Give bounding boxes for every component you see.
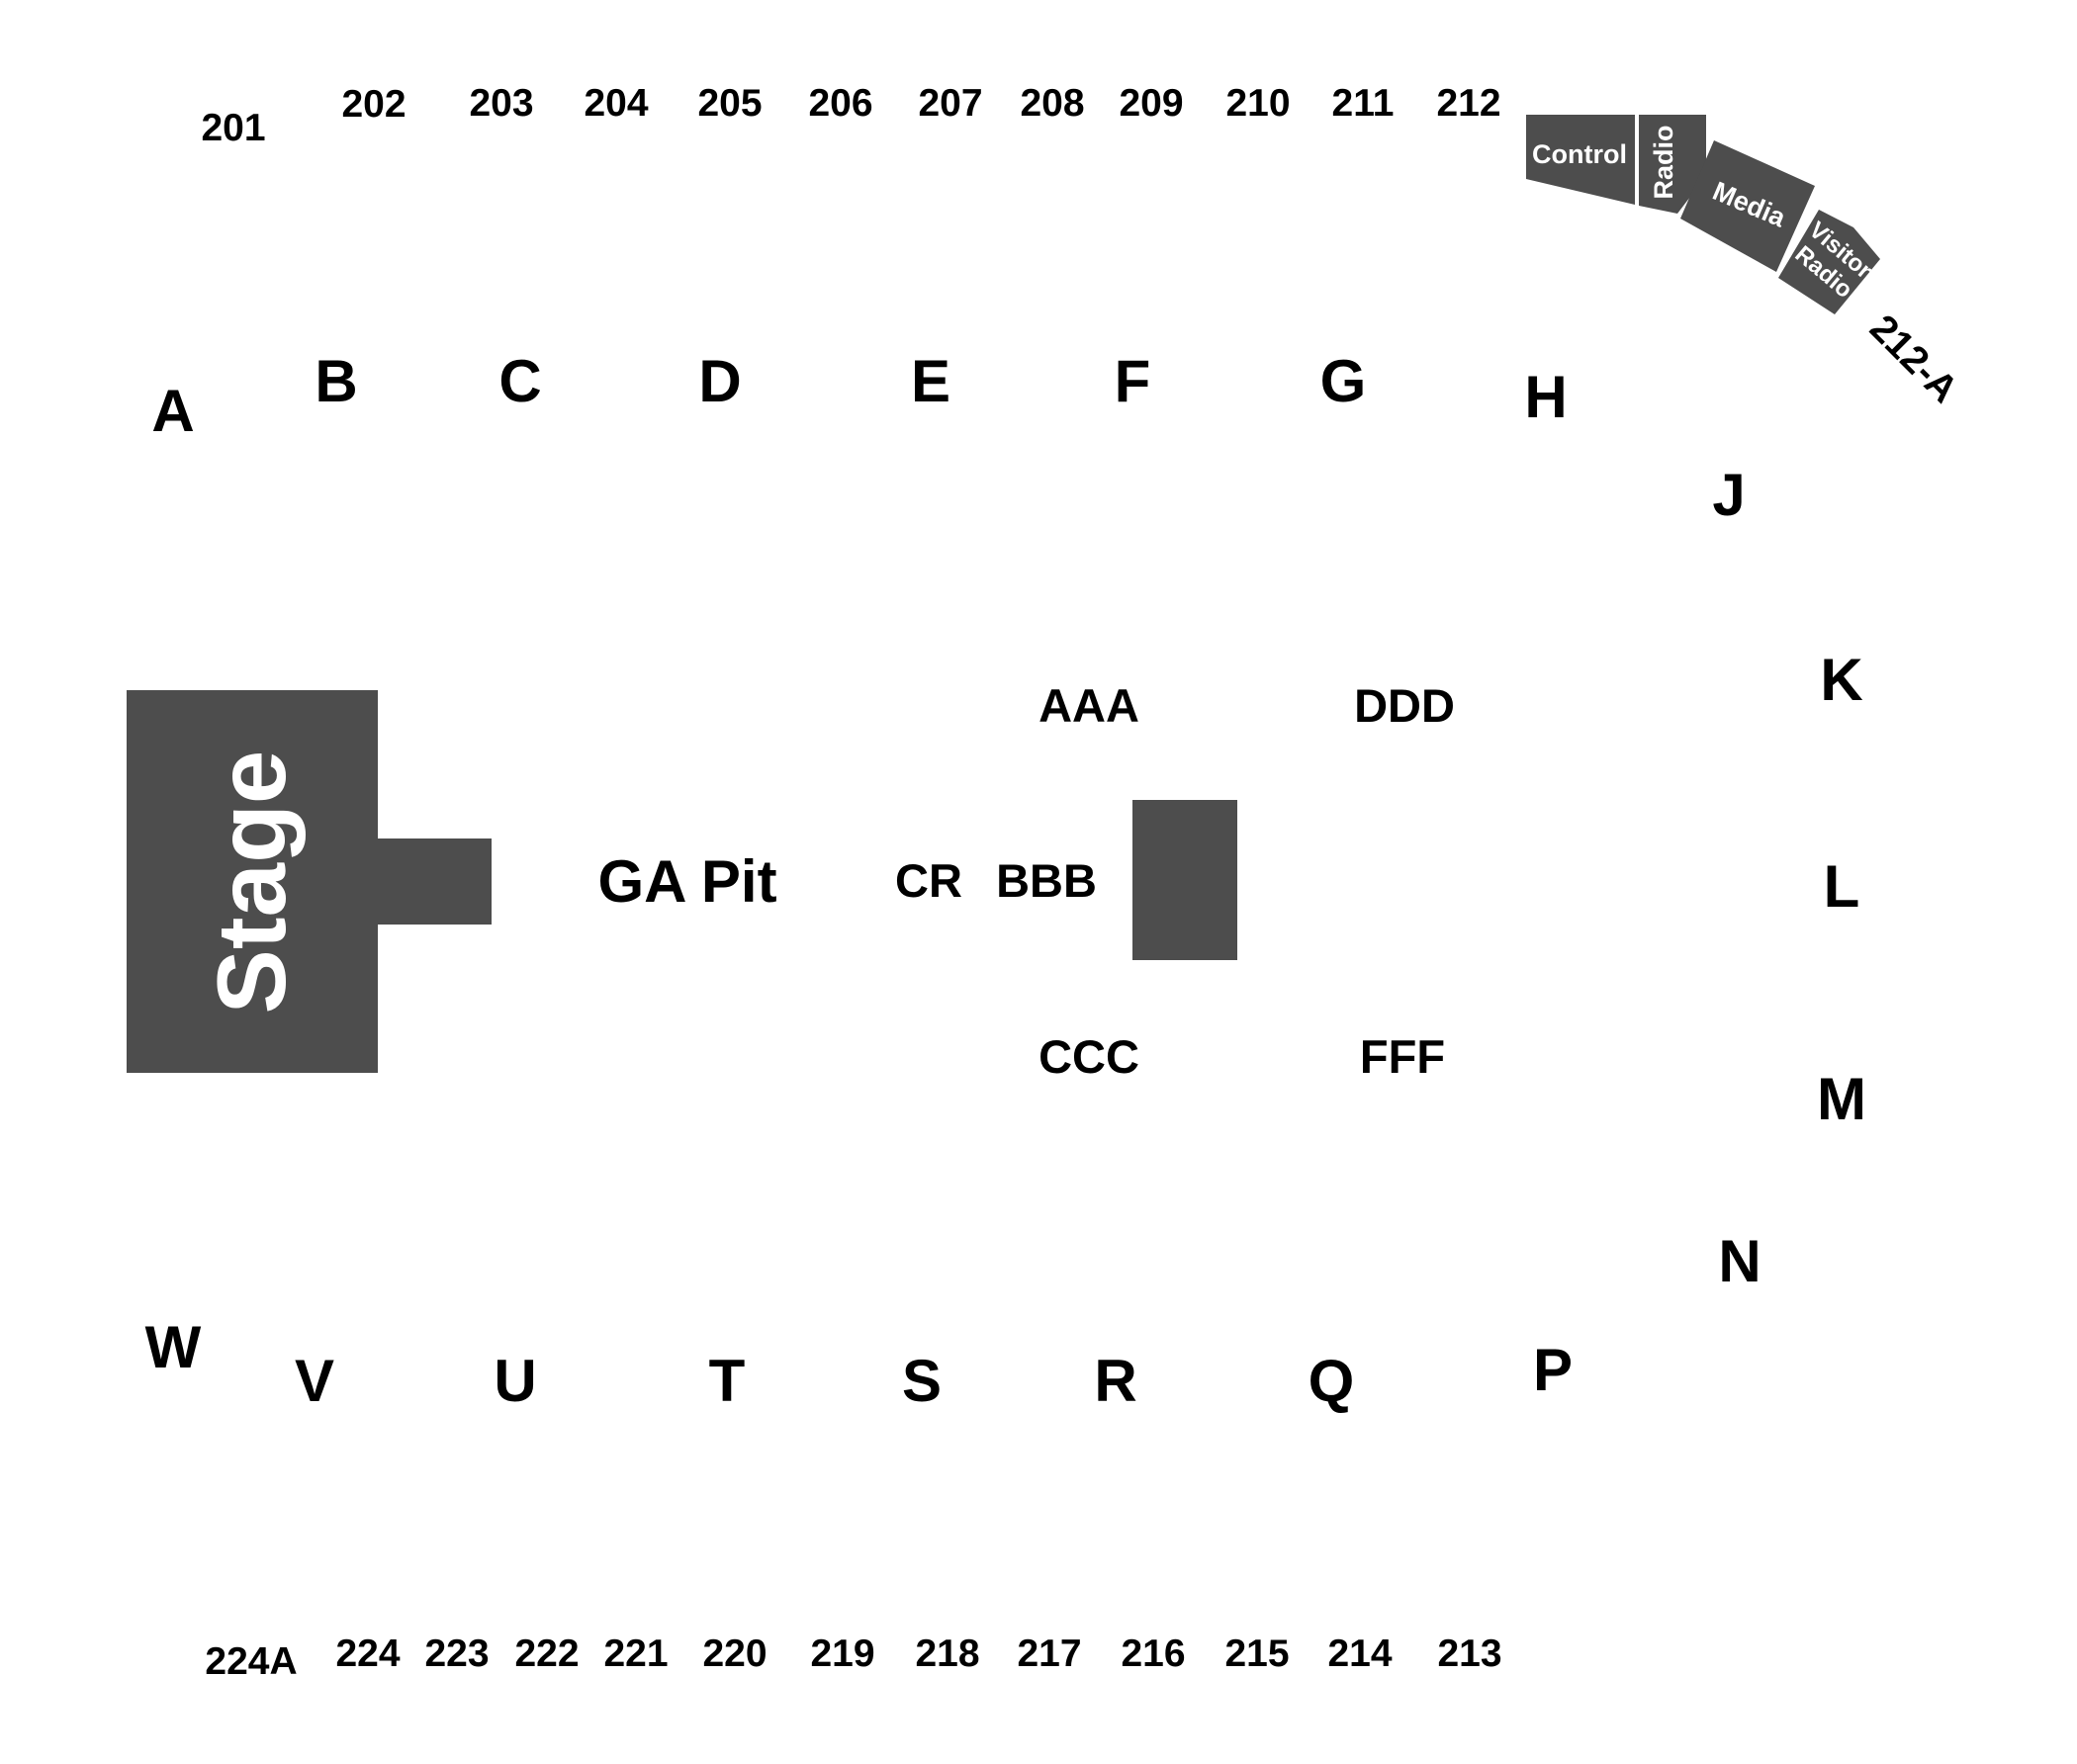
section-q[interactable]: Q — [1309, 1348, 1355, 1414]
press-booths: Control Radio Media Visitor Radio — [1526, 115, 1880, 314]
section-s[interactable]: S — [902, 1348, 942, 1414]
section-m[interactable]: M — [1817, 1066, 1866, 1132]
section-u[interactable]: U — [494, 1348, 536, 1414]
section-b[interactable]: B — [315, 348, 357, 414]
floor-section-aaa[interactable]: AAA — [1038, 679, 1139, 732]
section-208[interactable]: 208 — [1020, 82, 1084, 125]
section-214[interactable]: 214 — [1327, 1632, 1392, 1675]
control-booth[interactable] — [1526, 115, 1635, 205]
floor-section-fff[interactable]: FFF — [1360, 1030, 1445, 1083]
section-210[interactable]: 210 — [1225, 82, 1290, 125]
section-217[interactable]: 217 — [1017, 1632, 1081, 1675]
section-224a[interactable]: 224A — [205, 1640, 297, 1683]
section-a[interactable]: A — [151, 378, 194, 444]
control-booth-label: Control — [1532, 139, 1627, 169]
section-212[interactable]: 212 — [1436, 82, 1500, 125]
section-g[interactable]: G — [1320, 348, 1367, 414]
section-209[interactable]: 209 — [1119, 82, 1183, 125]
section-f[interactable]: F — [1115, 348, 1151, 414]
section-p[interactable]: P — [1533, 1337, 1573, 1403]
radio-booth-label: Radio — [1649, 125, 1678, 199]
section-205[interactable]: 205 — [697, 82, 762, 125]
floor-section-ccc[interactable]: CCC — [1038, 1030, 1139, 1083]
section-218[interactable]: 218 — [915, 1632, 979, 1675]
section-207[interactable]: 207 — [918, 82, 982, 125]
section-201[interactable]: 201 — [201, 107, 265, 149]
section-d[interactable]: D — [698, 348, 741, 414]
stage[interactable]: Stage — [127, 690, 492, 1073]
section-t[interactable]: T — [709, 1348, 746, 1414]
section-211[interactable]: 211 — [1332, 82, 1395, 125]
section-212-a[interactable]: 212-A — [1861, 307, 1966, 411]
stage-label: Stage — [197, 750, 306, 1014]
floor-section-ddd[interactable]: DDD — [1354, 679, 1455, 732]
section-219[interactable]: 219 — [810, 1632, 874, 1675]
floor-section-cr[interactable]: CR — [895, 854, 962, 907]
floor-sections: AAA DDD CR BBB CCC FFF — [895, 679, 1455, 1083]
section-e[interactable]: E — [911, 348, 950, 414]
section-h[interactable]: H — [1524, 364, 1567, 430]
section-222[interactable]: 222 — [514, 1632, 579, 1675]
section-220[interactable]: 220 — [702, 1632, 767, 1675]
stage-shape[interactable] — [127, 690, 492, 1073]
media-booth[interactable] — [1680, 140, 1815, 272]
section-221[interactable]: 221 — [603, 1632, 668, 1675]
section-k[interactable]: K — [1820, 647, 1862, 713]
upper-bottom-sections: 224A 224 223 222 221 220 219 218 217 216… — [205, 1632, 1501, 1683]
radio-booth[interactable] — [1639, 115, 1706, 214]
section-224[interactable]: 224 — [335, 1632, 400, 1675]
section-204[interactable]: 204 — [584, 82, 648, 125]
section-r[interactable]: R — [1094, 1348, 1136, 1414]
lower-right-sections: J K L M N — [1712, 462, 1866, 1294]
section-202[interactable]: 202 — [341, 83, 406, 126]
section-213[interactable]: 213 — [1437, 1632, 1501, 1675]
mix-position-box — [1132, 800, 1237, 960]
floor-section-bbb[interactable]: BBB — [996, 854, 1097, 907]
lower-bottom-sections: W V U T S R Q P — [145, 1314, 1573, 1414]
visitor-radio-booth[interactable] — [1778, 210, 1880, 314]
section-w[interactable]: W — [145, 1314, 202, 1380]
ga-pit-label[interactable]: GA Pit — [597, 848, 776, 915]
section-v[interactable]: V — [295, 1348, 334, 1414]
section-c[interactable]: C — [498, 348, 541, 414]
section-203[interactable]: 203 — [469, 82, 533, 125]
section-223[interactable]: 223 — [424, 1632, 489, 1675]
section-215[interactable]: 215 — [1224, 1632, 1289, 1675]
section-j[interactable]: J — [1712, 462, 1745, 528]
lower-top-sections: A B C D E F G H — [151, 348, 1567, 444]
section-216[interactable]: 216 — [1121, 1632, 1185, 1675]
section-206[interactable]: 206 — [808, 82, 872, 125]
upper-top-sections: 201 202 203 204 205 206 207 208 209 210 … — [201, 82, 1500, 149]
section-n[interactable]: N — [1718, 1228, 1761, 1294]
section-l[interactable]: L — [1824, 853, 1860, 920]
